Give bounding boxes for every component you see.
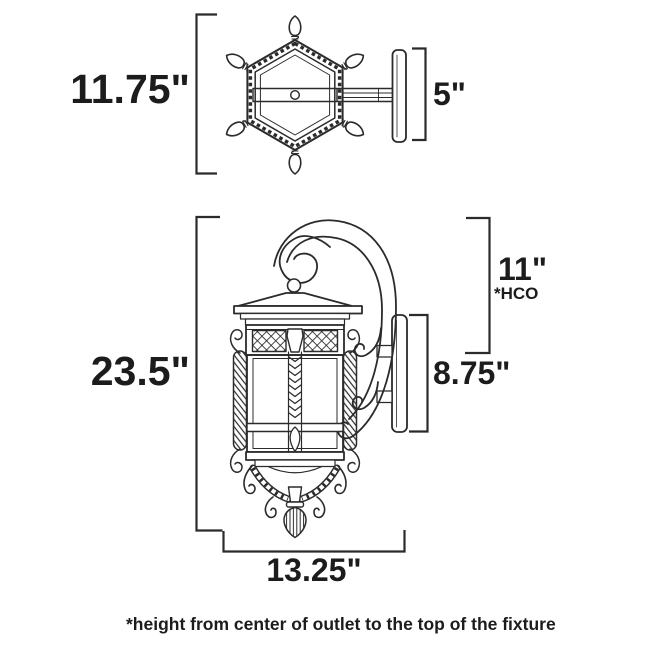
dimension-labels: 11.75" 5" 23.5" 11" *HCO 8.75" 13.25" *h… [70, 66, 556, 634]
bracket-backplate-height [409, 313, 429, 433]
mounting-hole [290, 89, 301, 100]
center-braid-column [287, 351, 303, 453]
keystone [286, 328, 304, 353]
dimension-brackets [195, 13, 491, 553]
footnote: *height from center of outlet to the top… [126, 614, 556, 634]
bracket-top-height [195, 13, 217, 175]
mounting-crossbar [252, 87, 394, 103]
mounting-tabs [376, 344, 393, 404]
swag-rope-left [249, 464, 292, 503]
lantern-bottom [243, 451, 347, 539]
line-art [195, 13, 491, 553]
roof-finial-ball [286, 278, 302, 293]
lattice-band [245, 324, 345, 356]
hexagon-frame [246, 39, 344, 151]
bracket-backplate-depth [412, 47, 427, 142]
acorn-drop [283, 506, 307, 539]
label-backplate-depth: 5" [433, 76, 466, 112]
bracket-side-height [195, 215, 223, 532]
bracket-width [222, 530, 406, 553]
wall-plate-top-view [391, 49, 407, 143]
lattice-panel-right [303, 329, 339, 353]
roof [233, 278, 363, 326]
lantern-body [229, 329, 361, 473]
scroll-inner-curve [286, 235, 383, 420]
rope-column-right [342, 329, 361, 473]
scroll-hooks [243, 465, 347, 519]
lattice-panel-left [251, 329, 287, 353]
label-backplate-height: 8.75" [433, 355, 510, 391]
label-hco-abbr: *HCO [494, 284, 538, 303]
label-top-height: 11.75" [70, 66, 190, 112]
bottom-finial [283, 486, 307, 539]
side-view [229, 219, 408, 539]
top-view [222, 15, 407, 175]
wall-plate-side-view [391, 314, 408, 433]
label-side-height: 23.5" [91, 348, 190, 394]
finial-buds [222, 15, 368, 175]
swag-rope-right [298, 464, 341, 503]
bracket-hco [465, 216, 491, 355]
rope-column-left [229, 329, 248, 473]
lantern [229, 278, 363, 539]
label-width: 13.25" [266, 552, 361, 588]
label-hco-height: 11" [498, 251, 547, 287]
